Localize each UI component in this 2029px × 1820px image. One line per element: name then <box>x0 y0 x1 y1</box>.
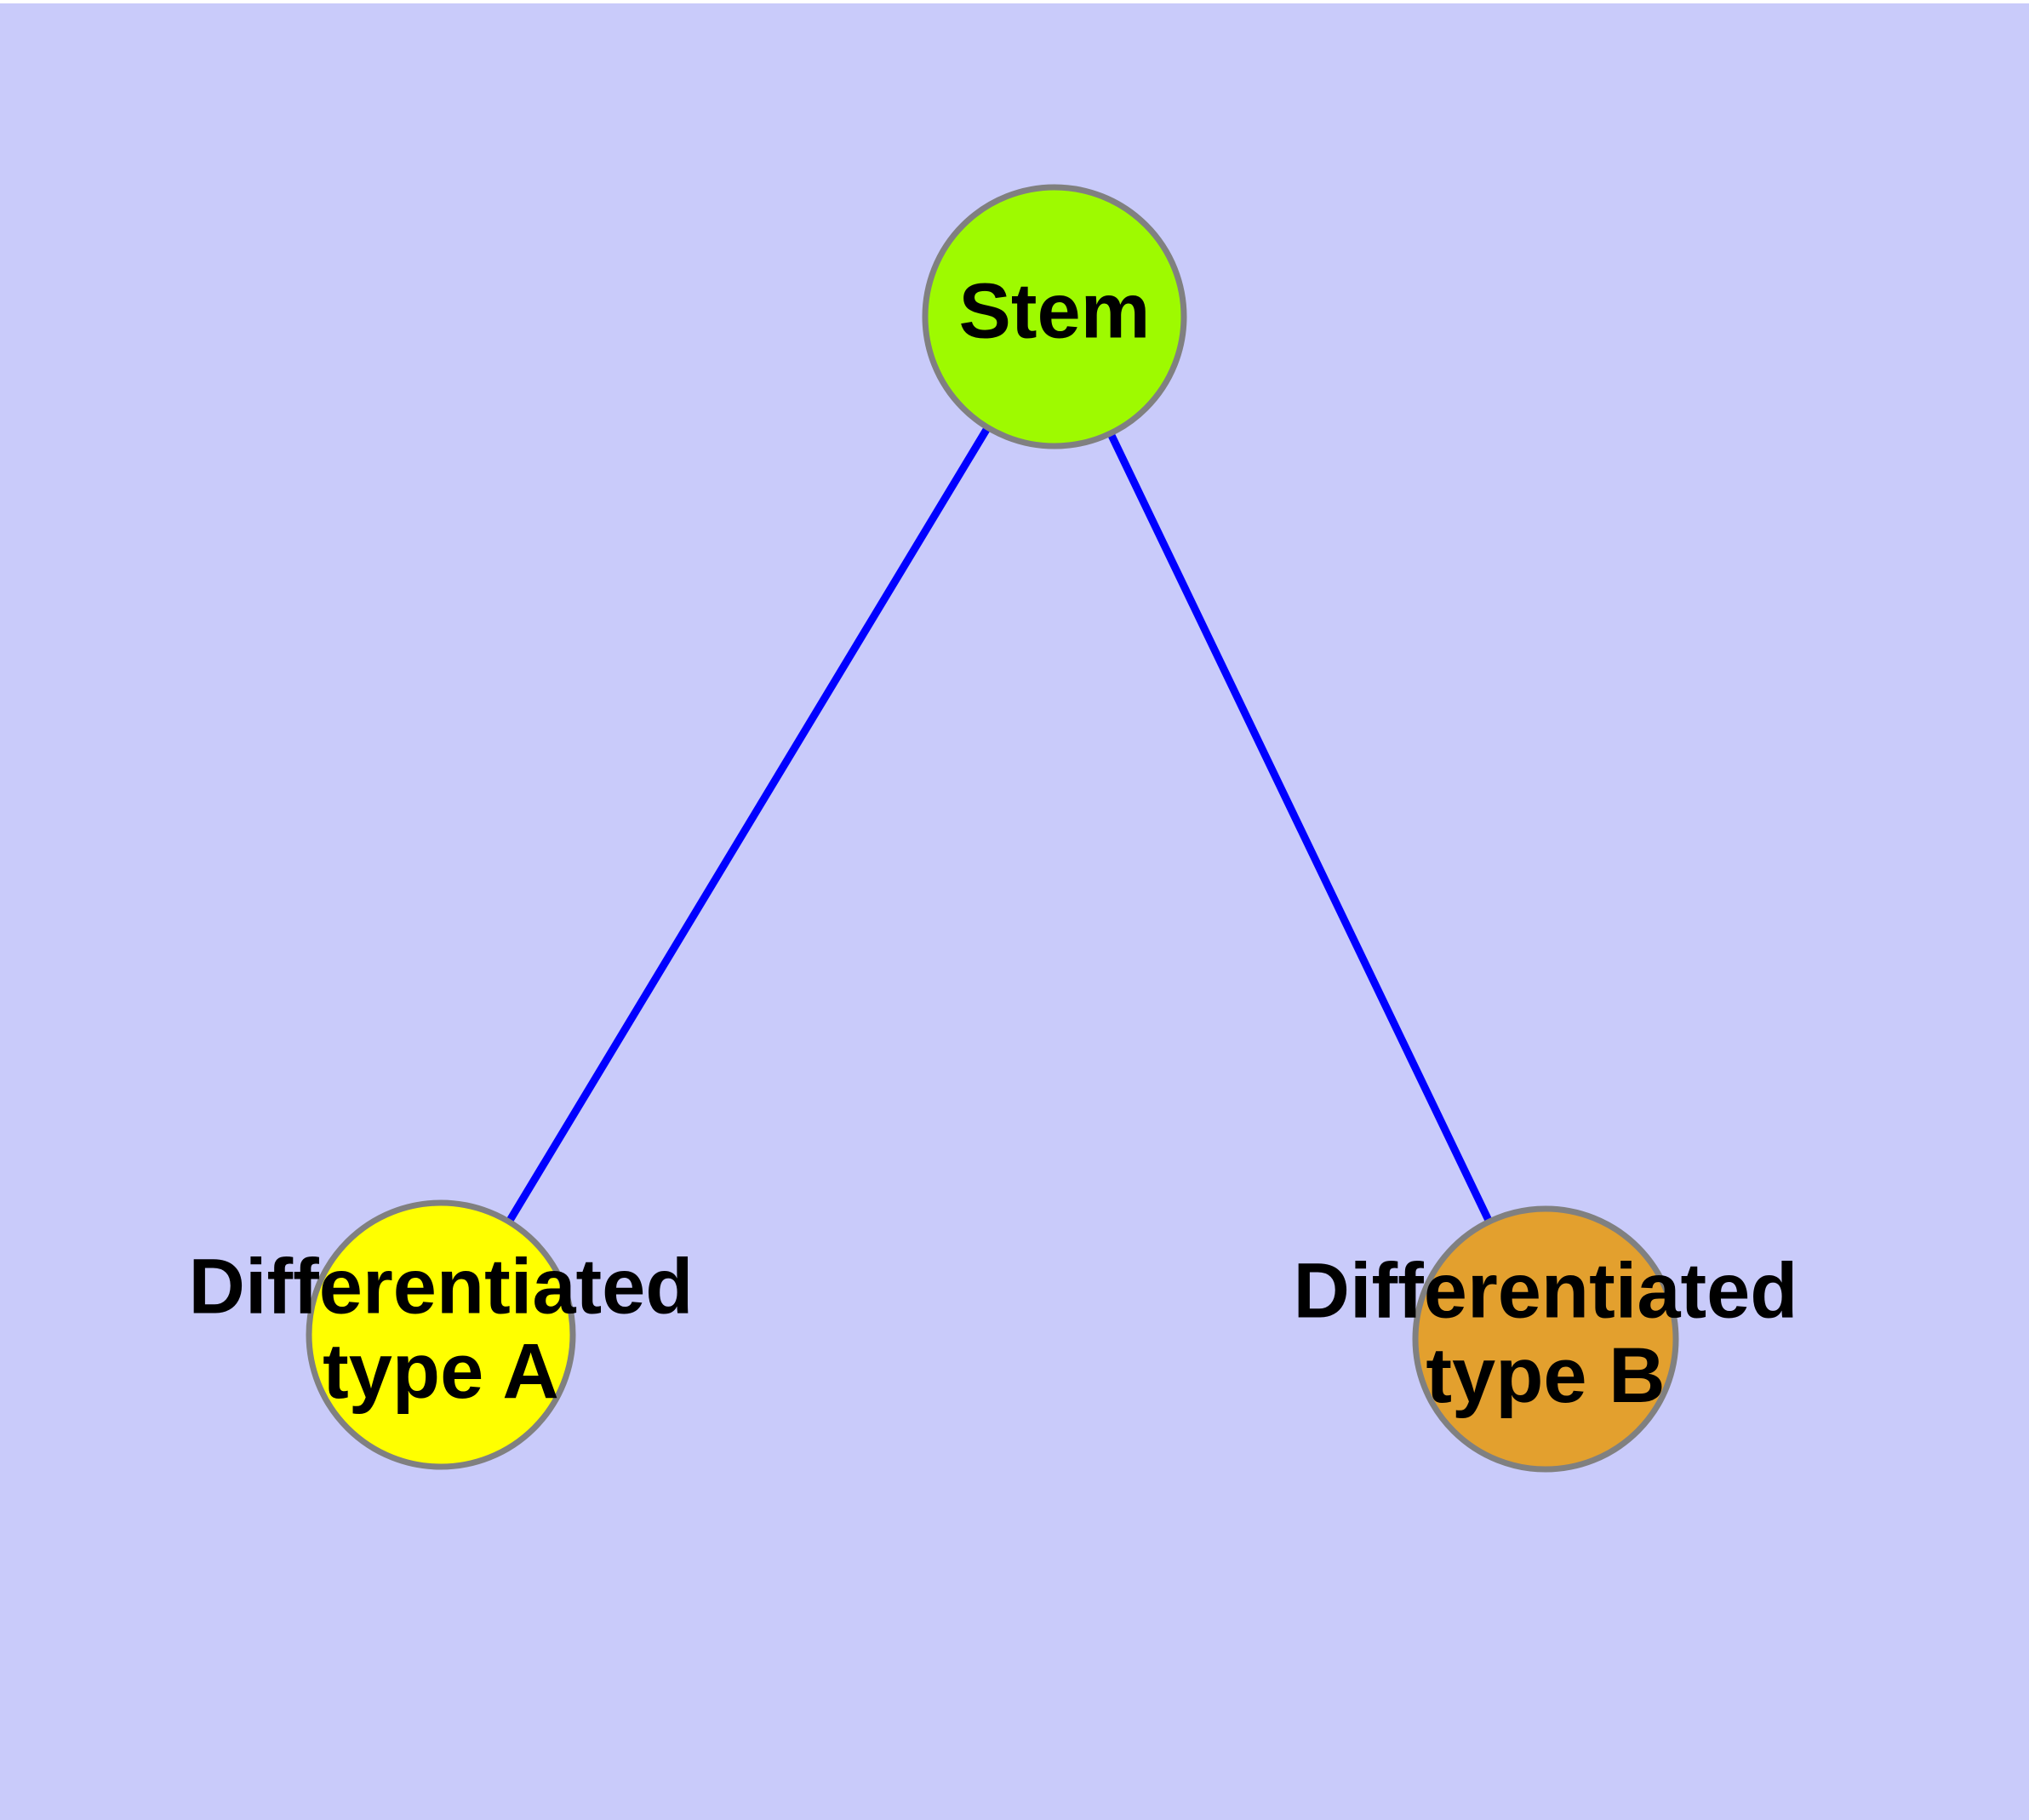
node-differentiated-type-b-circle[interactable] <box>1412 1205 1679 1473</box>
node-differentiated-type-b[interactable] <box>1412 1205 1679 1473</box>
edge-layer <box>437 314 1550 1341</box>
node-differentiated-type-a-label-line-1: Differentiated <box>189 1244 694 1331</box>
node-differentiated-type-a-label-line-2: type A <box>323 1328 559 1415</box>
node-stem-label: Stem <box>959 267 1151 354</box>
label-layer: Stem Differentiated type A Differentiate… <box>189 267 1798 1419</box>
node-differentiated-type-a-circle[interactable] <box>306 1199 576 1470</box>
node-differentiated-type-b-label-line-2: type B <box>1426 1332 1665 1419</box>
node-stem[interactable] <box>922 184 1187 449</box>
edge-stem-to-differentiated-type-a[interactable] <box>437 314 1058 1337</box>
node-stem-circle[interactable] <box>922 184 1187 449</box>
node-layer <box>306 184 1679 1473</box>
node-differentiated-type-b-label-line-1: Differentiated <box>1294 1248 1798 1335</box>
edge-stem-to-differentiated-type-b[interactable] <box>1050 315 1550 1341</box>
node-differentiated-type-a[interactable] <box>306 1199 576 1470</box>
